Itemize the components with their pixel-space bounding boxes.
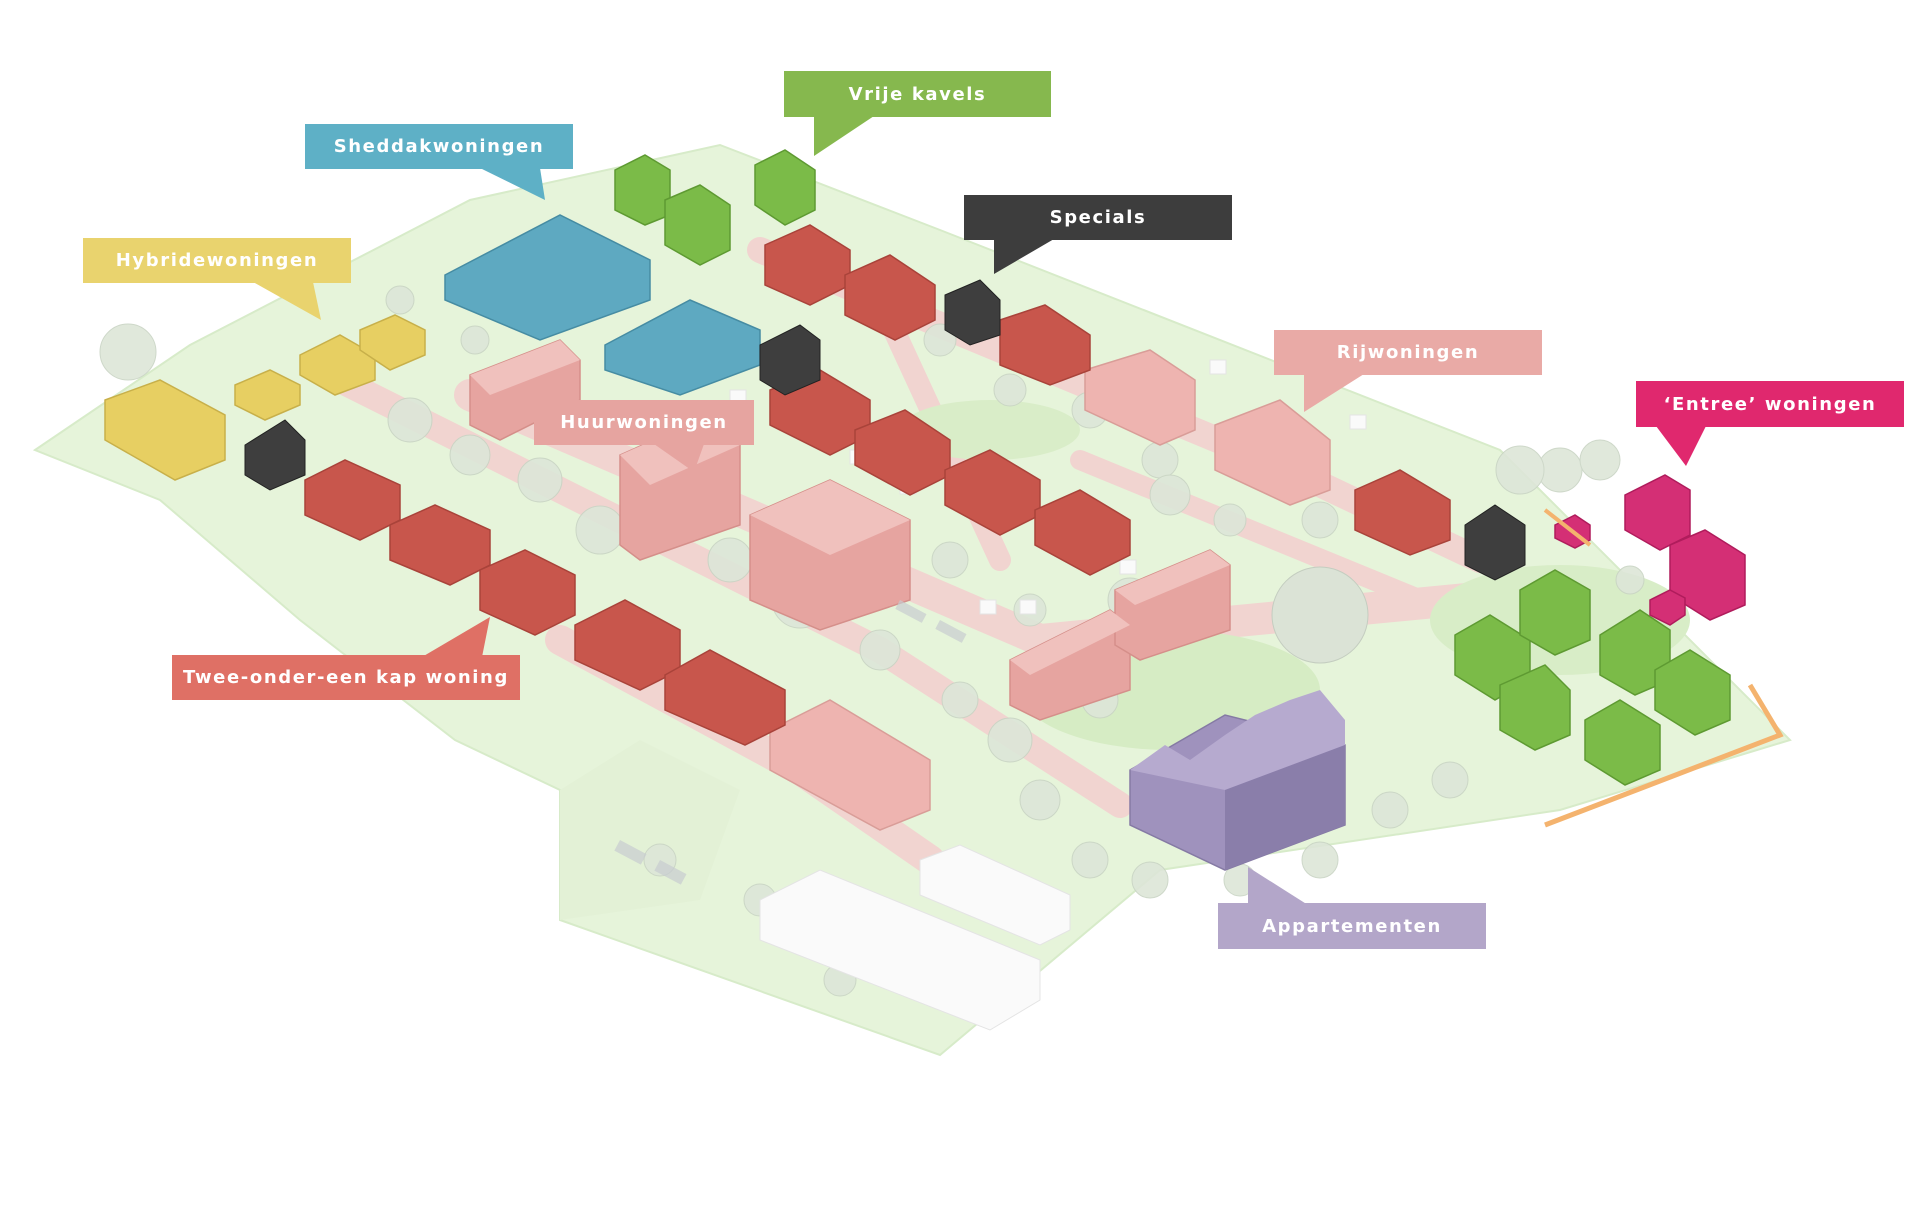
site-boundary-orange xyxy=(1544,683,1784,828)
site-boundary-orange-north xyxy=(1543,508,1592,547)
callout-twee-onder-een-kap: Twee-onder-een kap woning xyxy=(172,617,520,700)
callout-hybridewoningen: Hybridewoningen xyxy=(83,238,351,320)
label-specials: Specials xyxy=(964,195,1232,240)
label-twee-onder-een-kap: Twee-onder-een kap woning xyxy=(172,655,520,700)
callout-specials: Specials xyxy=(964,195,1232,274)
callout-huurwoningen: Huurwoningen xyxy=(534,400,754,472)
label-appartementen: Appartementen xyxy=(1218,903,1486,949)
callout-rijwoningen: Rijwoningen xyxy=(1274,330,1542,412)
large-park-tree xyxy=(1271,566,1369,664)
callout-vrije-kavels: Vrije kavels xyxy=(784,71,1051,156)
callout-entree-woningen: ‘Entree’ woningen xyxy=(1636,381,1904,466)
sheddakwoningen-buildings xyxy=(444,214,761,396)
vrije-kavels-buildings xyxy=(614,149,1731,786)
callout-tail xyxy=(1656,426,1706,466)
specials-buildings xyxy=(244,279,1526,581)
huurwoningen-buildings xyxy=(469,339,1231,721)
label-hybridewoningen: Hybridewoningen xyxy=(83,238,351,283)
label-entree-woningen: ‘Entree’ woningen xyxy=(1636,381,1904,427)
callout-tail xyxy=(1304,374,1364,412)
callout-tail xyxy=(253,282,321,320)
callout-tail xyxy=(422,617,490,657)
label-vrije-kavels: Vrije kavels xyxy=(784,71,1051,117)
appartementen-building xyxy=(1129,690,1346,871)
site-ground-extension xyxy=(560,740,740,920)
hybridewoningen-buildings xyxy=(104,314,426,481)
callout-appartementen: Appartementen xyxy=(1218,867,1486,949)
callout-tail xyxy=(814,116,874,156)
callout-tail xyxy=(1248,867,1308,905)
label-sheddakwoningen: Sheddakwoningen xyxy=(305,124,573,169)
callout-tail xyxy=(654,444,704,472)
rijwoningen-buildings xyxy=(769,349,1331,831)
twee-onder-een-kap-buildings xyxy=(304,224,1451,746)
callout-tail xyxy=(480,168,545,200)
label-huurwoningen: Huurwoningen xyxy=(534,400,754,445)
callout-sheddakwoningen: Sheddakwoningen xyxy=(305,124,573,200)
label-rijwoningen: Rijwoningen xyxy=(1274,330,1542,375)
callout-tail xyxy=(994,239,1054,274)
parking-strips xyxy=(614,599,967,885)
